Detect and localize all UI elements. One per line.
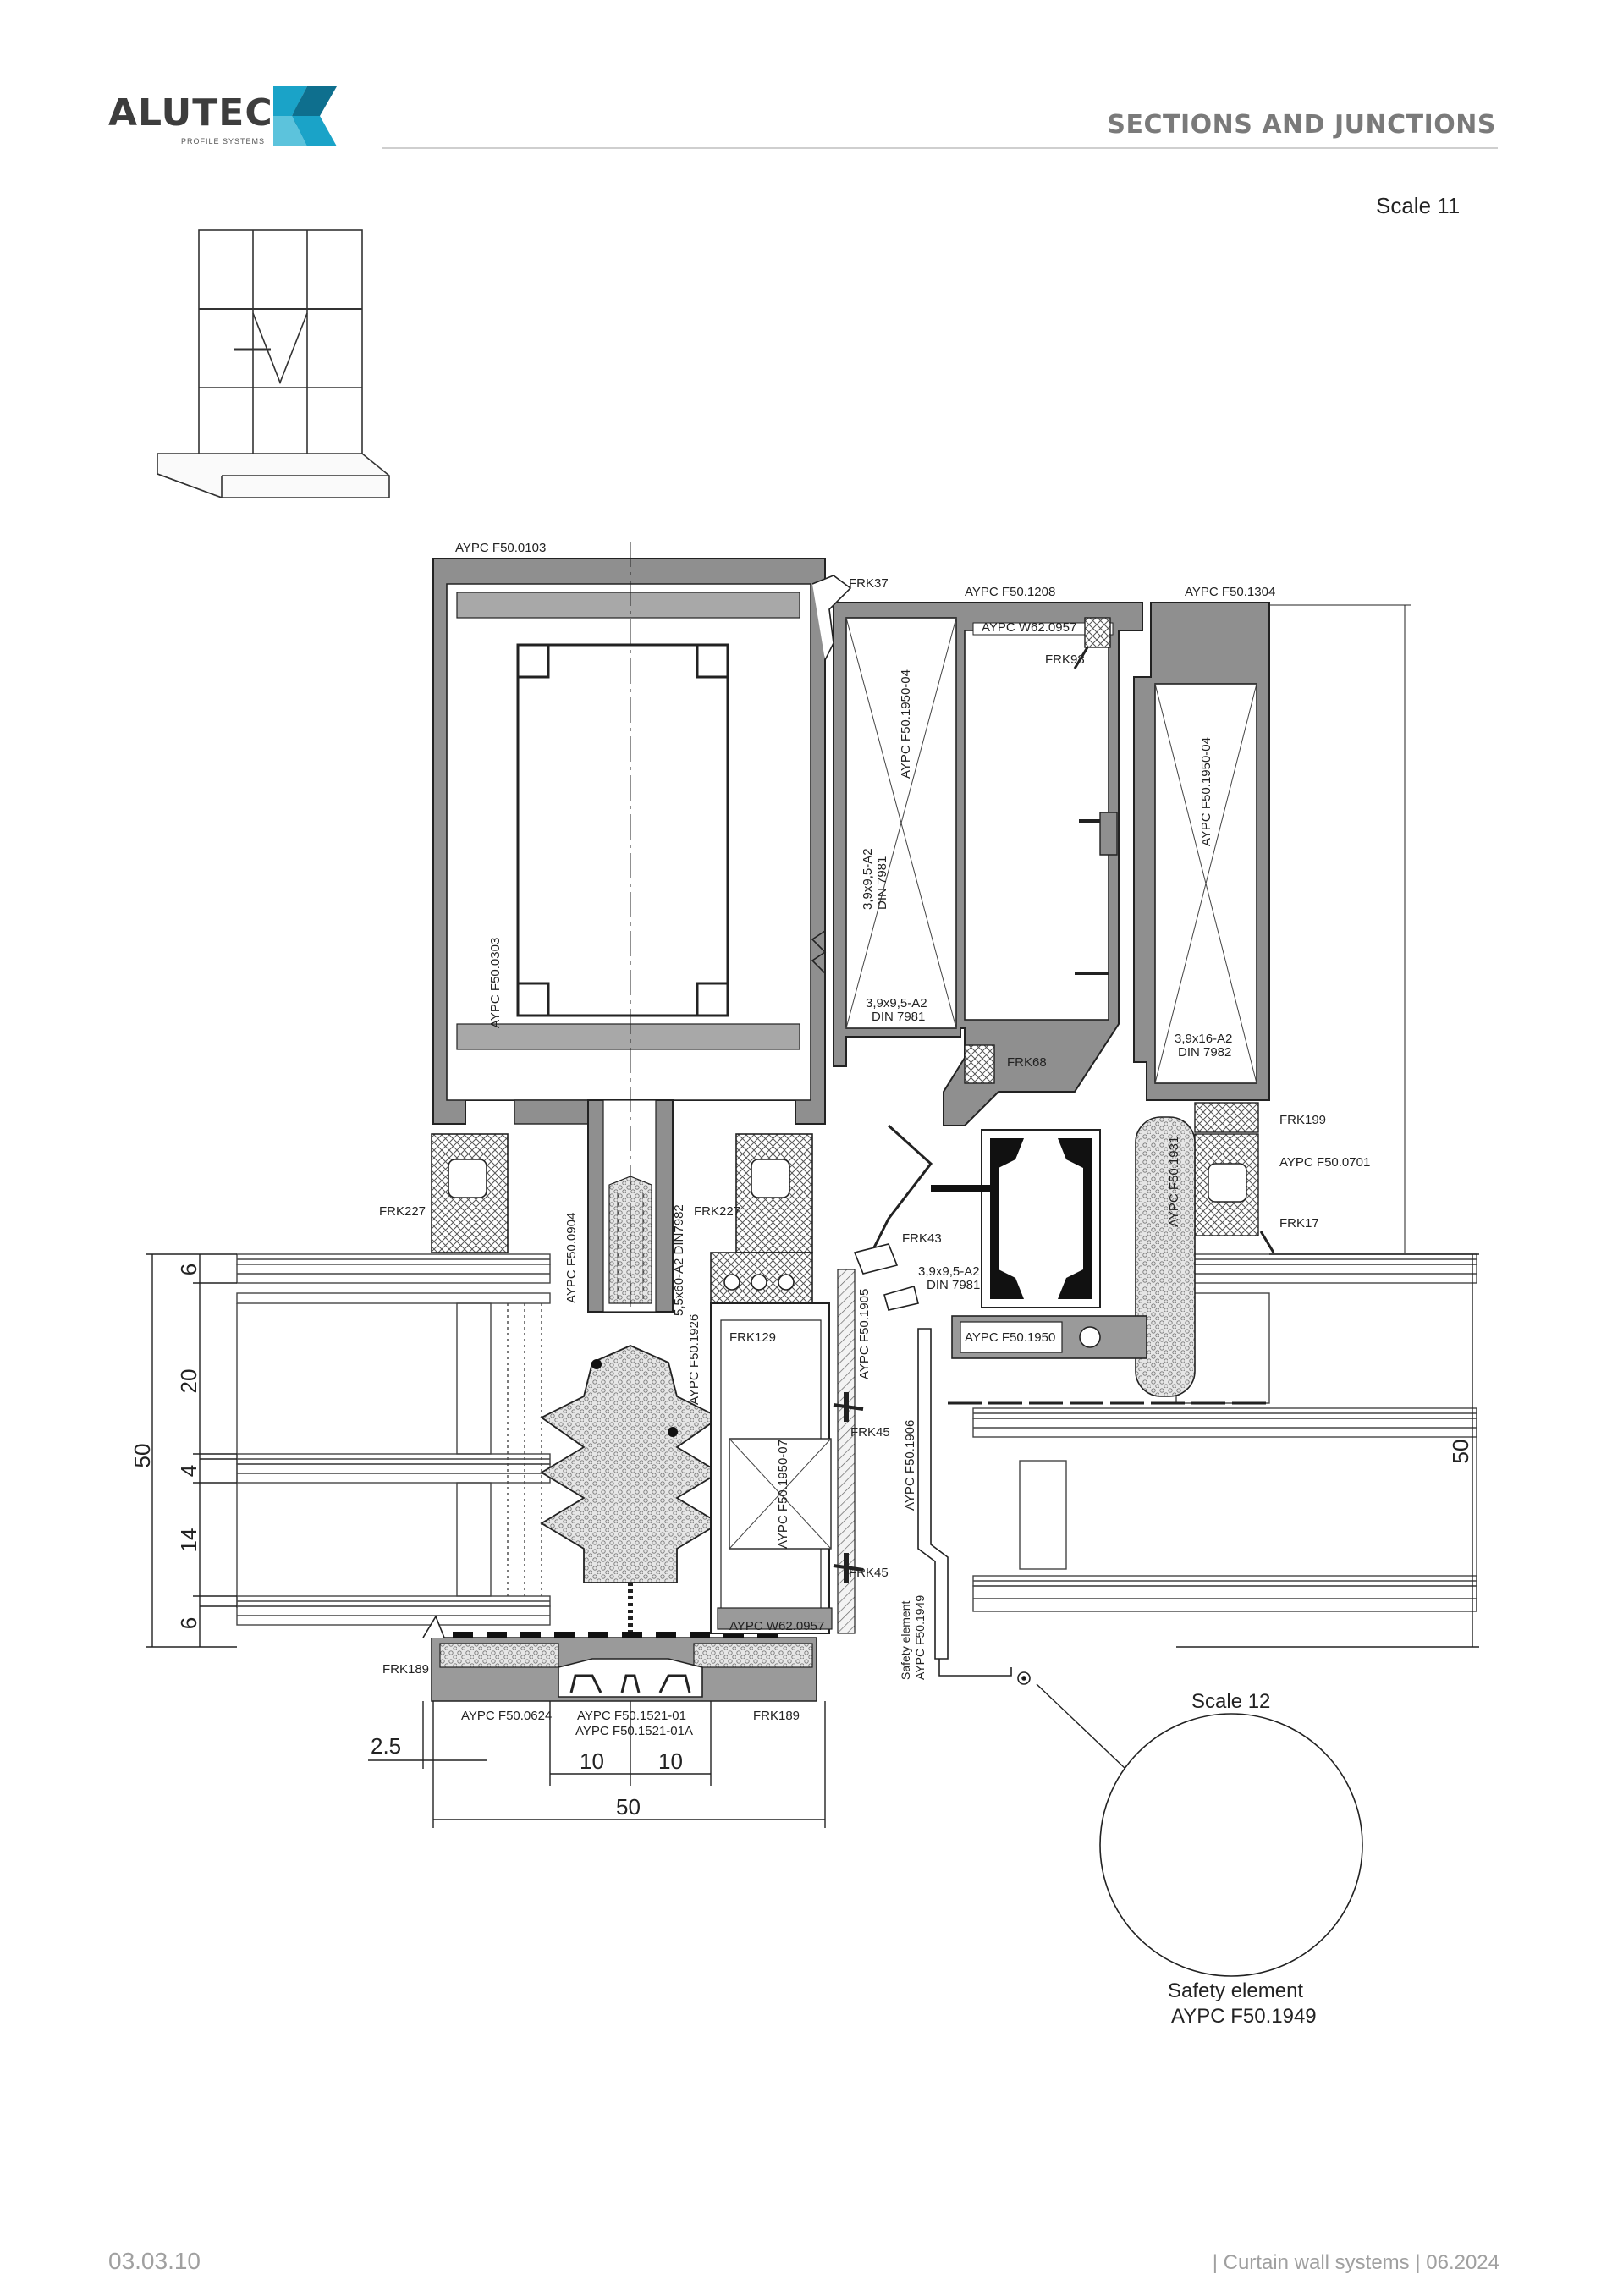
scale-label-main: Scale 11 bbox=[1376, 193, 1461, 218]
label-p1521-01a: AYPC F50.1521-01A bbox=[575, 1724, 693, 1738]
dim-left-total: 50 bbox=[129, 1444, 155, 1468]
dim-left-6a: 6 bbox=[176, 1264, 201, 1275]
label-pW0957b: AYPC W62.0957 bbox=[729, 1619, 824, 1633]
gasket-labels: FRK37 FRK98 FRK68 FRK199 FRK17 FRK227 FR… bbox=[379, 576, 1326, 1723]
label-p1950: AYPC F50.1950 bbox=[965, 1330, 1055, 1345]
label-frk189b: FRK189 bbox=[753, 1709, 800, 1723]
label-screw-1: 3,9x9,5-A2 bbox=[861, 848, 875, 910]
label-screw-2: 3,9x9,5-A2 bbox=[866, 996, 927, 1010]
label-p1906: AYPC F50.1906 bbox=[903, 1420, 917, 1511]
glass-unit-left bbox=[236, 1253, 551, 1626]
label-frk189a: FRK189 bbox=[382, 1662, 429, 1677]
detail-scale-label: Scale 12 bbox=[1191, 1690, 1270, 1713]
label-frk199: FRK199 bbox=[1279, 1113, 1326, 1127]
dim-bottom-10a: 10 bbox=[580, 1748, 604, 1774]
dim-bottom-2-5: 2.5 bbox=[371, 1733, 401, 1759]
key-plan bbox=[157, 229, 390, 498]
label-frk43: FRK43 bbox=[902, 1231, 942, 1246]
page-number: 03.03.10 bbox=[108, 2248, 201, 2274]
label-frk45a: FRK45 bbox=[850, 1425, 890, 1440]
glass-unit-right bbox=[972, 1253, 1477, 1612]
dim-left-14: 14 bbox=[176, 1528, 201, 1553]
dim-right-total: 50 bbox=[1448, 1440, 1473, 1464]
label-p0103: AYPC F50.0103 bbox=[455, 541, 546, 555]
label-p1905: AYPC F50.1905 bbox=[857, 1289, 872, 1379]
label-p0624: AYPC F50.0624 bbox=[461, 1709, 552, 1723]
label-safety-vertical-1: Safety element bbox=[899, 1601, 912, 1680]
label-frk98: FRK98 bbox=[1045, 652, 1085, 667]
dim-left-20: 20 bbox=[176, 1369, 201, 1394]
logo-mark-icon bbox=[273, 86, 337, 146]
section-title: SECTIONS AND JUNCTIONS bbox=[1107, 110, 1496, 140]
document-info: | Curtain wall systems | 06.2024 bbox=[1212, 2251, 1499, 2274]
safety-detail bbox=[1036, 1683, 1363, 1977]
label-screw-5b: DIN 7981 bbox=[927, 1278, 980, 1292]
label-p1931: AYPC F50.1931 bbox=[1167, 1137, 1181, 1227]
vent-frame bbox=[833, 602, 1143, 1126]
dim-bottom-50: 50 bbox=[616, 1794, 641, 1820]
thermal-break bbox=[931, 1129, 1269, 1405]
label-p0701: AYPC F50.0701 bbox=[1279, 1155, 1370, 1170]
pressure-plate bbox=[422, 1615, 817, 1702]
label-screw-5: 3,9x9,5-A2 bbox=[918, 1264, 980, 1279]
label-safety-caption-1: Safety element bbox=[1168, 1979, 1303, 2002]
label-p1950-07: AYPC F50.1950-07 bbox=[776, 1440, 790, 1549]
dim-left-4: 4 bbox=[176, 1465, 201, 1477]
label-frk227b: FRK227 bbox=[694, 1204, 740, 1219]
label-screw-4: 5,5x60-A2 DIN7982 bbox=[672, 1204, 686, 1316]
sash-profile bbox=[710, 1269, 856, 1634]
page-header: ALUTECH PROFILE SYSTEMS SECTIONS AND JUN… bbox=[0, 0, 1623, 169]
insulation-core bbox=[540, 1345, 721, 1633]
label-p1304: AYPC F50.1304 bbox=[1185, 585, 1275, 599]
dimensions-bottom bbox=[368, 1701, 826, 1828]
label-p1950-04b: AYPC F50.1950-04 bbox=[1199, 737, 1213, 846]
safety-labels: Safety element AYPC F50.1949 Scale 12 Sa… bbox=[899, 1595, 1317, 2028]
screw-labels: 3,9x9,5-A2 DIN 7981 3,9x9,5-A2 DIN 7981 … bbox=[672, 848, 1232, 1316]
alutech-logo: ALUTECH PROFILE SYSTEMS bbox=[108, 85, 362, 152]
label-p1208: AYPC F50.1208 bbox=[965, 585, 1055, 599]
label-pW0957a: AYPC W62.0957 bbox=[982, 620, 1076, 635]
label-screw-3b: DIN 7982 bbox=[1178, 1045, 1231, 1060]
label-frk129: FRK129 bbox=[729, 1330, 776, 1345]
logo-wordmark: ALUTECH bbox=[108, 91, 305, 135]
label-frk227a: FRK227 bbox=[379, 1204, 426, 1219]
label-p0904: AYPC F50.0904 bbox=[564, 1213, 579, 1303]
label-screw-2b: DIN 7981 bbox=[872, 1010, 925, 1024]
label-frk45b: FRK45 bbox=[849, 1566, 889, 1580]
outer-frame-right bbox=[1133, 602, 1270, 1397]
label-frk68: FRK68 bbox=[1007, 1055, 1047, 1070]
dim-bottom-10b: 10 bbox=[658, 1748, 683, 1774]
label-p1950-04a: AYPC F50.1950-04 bbox=[899, 669, 913, 779]
label-frk37: FRK37 bbox=[849, 576, 889, 591]
label-screw-1b: DIN 7981 bbox=[875, 856, 889, 910]
label-p0303: AYPC F50.0303 bbox=[488, 938, 503, 1028]
label-safety-vertical-2: AYPC F50.1949 bbox=[913, 1595, 927, 1680]
label-frk17: FRK17 bbox=[1279, 1216, 1319, 1231]
profile-labels: AYPC F50.0103 AYPC F50.1208 AYPC F50.130… bbox=[455, 541, 1370, 1738]
label-p1521-01: AYPC F50.1521-01 bbox=[577, 1709, 686, 1723]
label-screw-3: 3,9x16-A2 bbox=[1175, 1032, 1232, 1046]
header-divider bbox=[382, 147, 1498, 149]
dim-left-6b: 6 bbox=[176, 1617, 201, 1629]
logo-tagline: PROFILE SYSTEMS bbox=[181, 137, 266, 146]
dimensions-right bbox=[1176, 604, 1479, 1648]
dimension-labels: 50 6 20 4 14 6 50 2.5 10 10 50 bbox=[129, 1264, 1473, 1820]
gaskets-small bbox=[811, 575, 1275, 1583]
safety-element-strip bbox=[917, 1328, 1031, 1685]
dimensions-left bbox=[146, 1253, 237, 1648]
mullion-profile bbox=[432, 542, 826, 1313]
label-p1926: AYPC F50.1926 bbox=[687, 1314, 701, 1405]
label-safety-caption-2: AYPC F50.1949 bbox=[1171, 2005, 1317, 2028]
